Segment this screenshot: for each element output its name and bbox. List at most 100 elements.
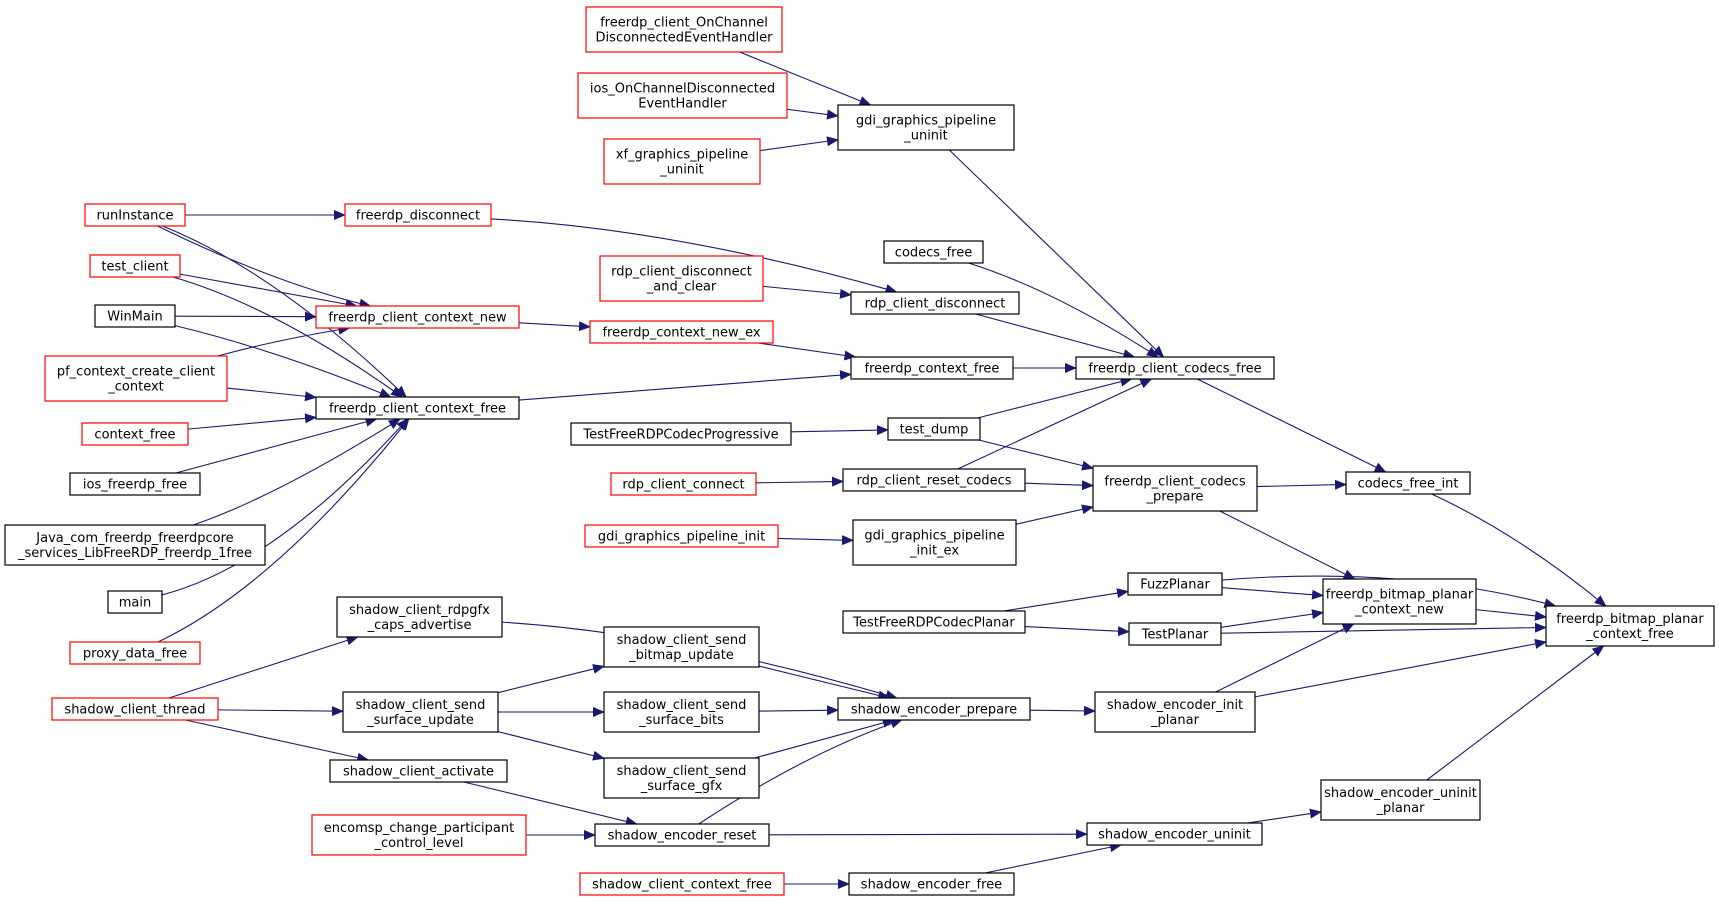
- node-label: shadow_client_send: [617, 764, 747, 779]
- call-edge: [217, 324, 351, 357]
- node-cfi[interactable]: codecs_free_int: [1345, 471, 1471, 495]
- node-scssu[interactable]: shadow_client_send_surface_update: [342, 691, 499, 733]
- node-pf-ccc[interactable]: pf_context_create_client_context: [44, 355, 228, 402]
- node-label: shadow_client_context_free: [592, 878, 772, 893]
- node-runInstance[interactable]: runInstance: [84, 203, 186, 227]
- node-fcc-free[interactable]: freerdp_client_context_free: [315, 396, 520, 420]
- node-fc-new-ex[interactable]: freerdp_context_new_ex: [589, 320, 774, 344]
- node-fcc-codecs-free[interactable]: freerdp_client_codecs_free: [1075, 356, 1275, 380]
- node-label: TestPlanar: [1141, 628, 1209, 643]
- node-scssb[interactable]: shadow_client_send_surface_bits: [603, 691, 760, 733]
- node-label: encomsp_change_participant: [324, 821, 514, 836]
- node-label: runInstance: [96, 209, 173, 224]
- node-fc-free[interactable]: freerdp_context_free: [850, 356, 1014, 380]
- node-box: [850, 356, 1014, 380]
- node-label: EventHandler: [638, 97, 727, 112]
- call-edge: [1221, 587, 1324, 600]
- node-sca[interactable]: shadow_client_activate: [329, 759, 508, 783]
- node-label: rdp_client_disconnect: [611, 265, 752, 280]
- node-sep[interactable]: shadow_encoder_prepare: [837, 697, 1031, 721]
- node-fccp[interactable]: freerdp_client_codecs_prepare: [1092, 465, 1258, 512]
- node-scsbu[interactable]: shadow_client_send_bitmap_update: [603, 626, 760, 668]
- node-gdi-gpie[interactable]: gdi_graphics_pipeline_init_ex: [852, 519, 1017, 566]
- node-label: _context_free: [1585, 627, 1674, 642]
- call-edge: [226, 387, 317, 402]
- call-edge: [975, 313, 1136, 359]
- call-edge: [175, 417, 378, 474]
- call-edge: [497, 664, 605, 694]
- node-sef[interactable]: shadow_encoder_free: [848, 872, 1015, 896]
- node-box: [570, 422, 792, 446]
- call-edge: [1475, 609, 1547, 621]
- node-seup[interactable]: shadow_encoder_uninit_planar: [1320, 779, 1481, 821]
- node-freerdp-disconnect[interactable]: freerdp_disconnect: [344, 203, 492, 227]
- node-sct[interactable]: shadow_client_thread: [51, 697, 219, 721]
- node-ecpcl[interactable]: encomsp_change_participant_control_level: [311, 814, 527, 856]
- node-rdp-cc[interactable]: rdp_client_connect: [610, 472, 757, 496]
- node-ios-ff[interactable]: ios_freerdp_free: [69, 472, 201, 496]
- node-label: shadow_encoder_reset: [608, 829, 757, 844]
- node-gdi-gpu[interactable]: gdi_graphics_pipeline_uninit: [837, 104, 1015, 151]
- node-rdp-cd[interactable]: rdp_client_disconnect: [850, 291, 1020, 315]
- node-test-client[interactable]: test_client: [89, 254, 181, 278]
- node-label: shadow_client_send: [617, 698, 747, 713]
- node-label: test_client: [101, 260, 168, 275]
- call-edge: [739, 51, 872, 106]
- node-testplanar[interactable]: TestPlanar: [1128, 622, 1222, 646]
- node-label: freerdp_context_new_ex: [602, 326, 760, 341]
- call-edge: [1029, 705, 1096, 716]
- node-tfrcp[interactable]: TestFreeRDPCodecProgressive: [570, 422, 792, 446]
- node-box: [1545, 605, 1715, 647]
- node-main[interactable]: main: [107, 590, 163, 614]
- node-scsg[interactable]: shadow_client_send_surface_gfx: [603, 757, 760, 799]
- node-box: [852, 519, 1017, 566]
- node-gdi-gpi[interactable]: gdi_graphics_pipeline_init: [584, 524, 779, 548]
- node-proxy[interactable]: proxy_data_free: [69, 641, 201, 665]
- node-tfrcpl[interactable]: TestFreeRDPCodecPlanar: [842, 610, 1026, 634]
- node-label: freerdp_client_codecs_free: [1088, 362, 1261, 377]
- node-fcc-new[interactable]: freerdp_client_context_new: [315, 305, 520, 329]
- node-test-dump[interactable]: test_dump: [887, 417, 981, 441]
- node-box: [1092, 465, 1258, 512]
- node-scrca[interactable]: shadow_client_rdpgfx_caps_advertise: [336, 596, 503, 638]
- node-label: _services_LibFreeRDP_freerdp_1free: [17, 546, 252, 561]
- node-label: test_dump: [900, 423, 969, 438]
- node-label: gdi_graphics_pipeline_init: [598, 530, 765, 545]
- node-label: freerdp_bitmap_planar: [1556, 612, 1704, 627]
- node-fuzz[interactable]: FuzzPlanar: [1127, 572, 1223, 596]
- node-ser[interactable]: shadow_encoder_reset: [594, 823, 770, 847]
- node-label: _surface_gfx: [640, 779, 723, 794]
- node-label: shadow_encoder_uninit: [1098, 828, 1251, 843]
- call-edge: [977, 376, 1133, 419]
- node-rdp-crc[interactable]: rdp_client_reset_codecs: [842, 468, 1026, 492]
- call-edge: [168, 635, 359, 699]
- node-codecs-free[interactable]: codecs_free: [883, 240, 984, 264]
- call-edge: [1024, 480, 1094, 491]
- node-box: [69, 472, 201, 496]
- node-xf-gpu[interactable]: xf_graphics_pipeline_uninit: [603, 138, 761, 185]
- node-box: [1086, 822, 1263, 846]
- node-rdp-cdac[interactable]: rdp_client_disconnect_and_clear: [599, 255, 764, 302]
- node-label: freerdp_client_context_free: [329, 402, 506, 417]
- call-edge: [187, 413, 317, 430]
- node-label: rdp_client_disconnect: [865, 297, 1006, 312]
- node-label: shadow_encoder_free: [861, 878, 1002, 893]
- node-box: [4, 524, 266, 566]
- node-seip[interactable]: shadow_encoder_init_planar: [1094, 691, 1256, 733]
- node-label: _caps_advertise: [367, 618, 472, 633]
- call-edge: [757, 342, 857, 361]
- node-ocdeh[interactable]: freerdp_client_OnChannelDisconnectedEven…: [585, 6, 783, 53]
- node-context-free[interactable]: context_free: [81, 422, 189, 446]
- call-edge: [948, 149, 1165, 358]
- node-seu[interactable]: shadow_encoder_uninit: [1086, 822, 1263, 846]
- node-fbpcn[interactable]: freerdp_bitmap_planar_context_new: [1322, 578, 1477, 625]
- call-edge: [1197, 378, 1387, 473]
- node-sccf[interactable]: shadow_client_context_free: [579, 872, 785, 896]
- node-java[interactable]: Java_com_freerdp_freerdpcore_services_Li…: [4, 524, 266, 566]
- call-edge: [984, 842, 1123, 874]
- node-WinMain[interactable]: WinMain: [94, 304, 176, 328]
- call-edge: [217, 706, 344, 717]
- node-label: shadow_encoder_uninit: [1324, 786, 1477, 801]
- node-label: freerdp_context_free: [865, 362, 1000, 377]
